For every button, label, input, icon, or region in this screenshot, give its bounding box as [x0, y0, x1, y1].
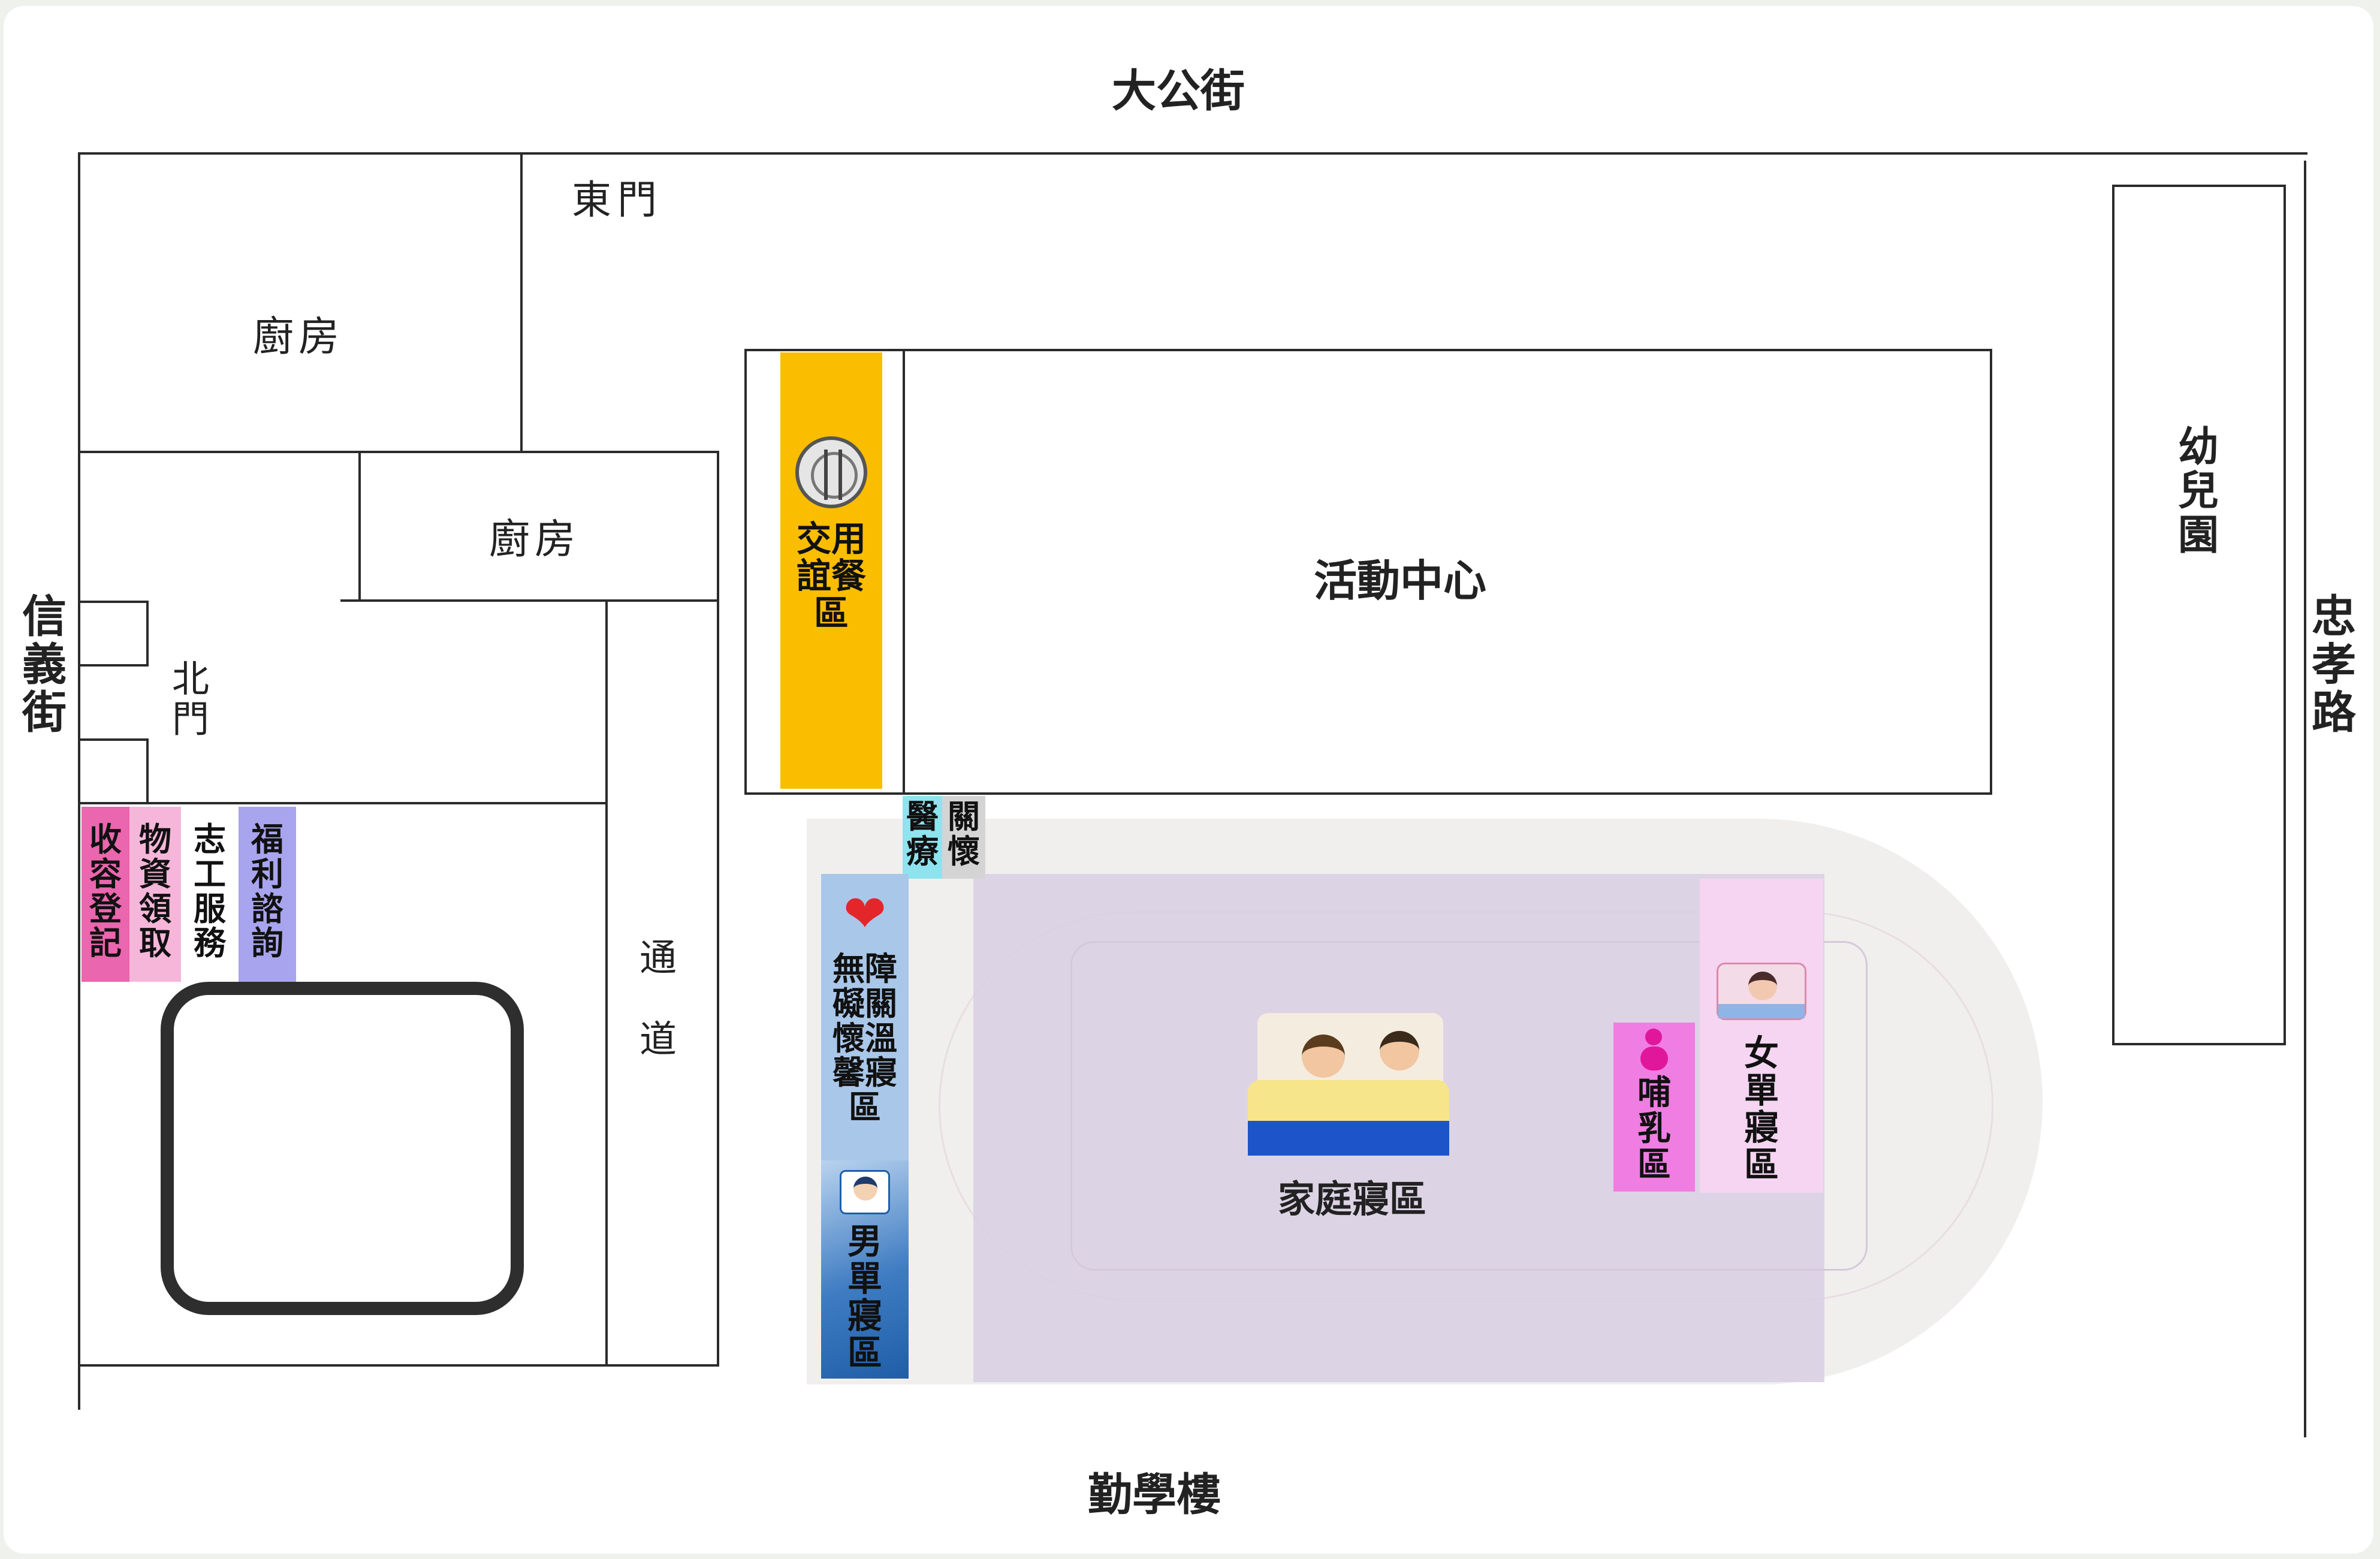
female-zone-label: 女單寢區	[1743, 1033, 1779, 1186]
east-gate-label: 東門	[572, 177, 663, 223]
male-zone[interactable]: 男單寢區	[821, 1160, 909, 1379]
street-left-label: 信義街	[22, 591, 67, 738]
wall	[717, 451, 719, 1367]
passage-label: 通道	[639, 936, 677, 1062]
wall	[903, 349, 905, 795]
wall	[605, 599, 608, 1367]
supplies-label: 物資領取	[139, 821, 171, 963]
male-zone-label: 男單寢區	[847, 1221, 882, 1374]
kitchen-2-label: 廚房	[489, 516, 581, 563]
gate-notch	[78, 601, 149, 667]
welfare-label: 福利諮詢	[251, 821, 283, 963]
map-canvas: 交用誼餐區 醫療 關懷 ❤ 無障礙關懷溫馨寢區 男單寢區 家庭寢區 哺乳區	[4, 6, 2373, 1554]
wall	[358, 451, 361, 599]
welfare-zone[interactable]: 福利諮詢	[239, 807, 296, 982]
male-sleeper-icon	[840, 1170, 890, 1214]
care-zone[interactable]: 關懷	[942, 796, 985, 879]
family-zone-label: 家庭寢區	[1277, 1177, 1426, 1221]
street-bottom-label: 勤學樓	[1088, 1469, 1221, 1521]
heart-hand-icon: ❤	[843, 884, 887, 944]
shelter-registration-zone[interactable]: 收容登記	[82, 807, 129, 982]
campus-right-wall	[2304, 161, 2306, 1437]
medical-zone-label: 醫療	[906, 798, 939, 870]
female-sleeper-icon	[1717, 963, 1806, 1020]
shelter-registration-label: 收容登記	[89, 821, 122, 963]
female-zone[interactable]: 女單寢區	[1700, 879, 1823, 1193]
volunteer-zone[interactable]: 志工服務	[181, 807, 239, 982]
campus-top-wall	[78, 152, 2307, 155]
wall	[78, 451, 719, 453]
nursing-zone-label: 哺乳區	[1637, 1073, 1671, 1184]
activity-center-building[interactable]	[744, 349, 1992, 795]
street-right-label: 忠孝路	[2312, 591, 2356, 738]
campus-left-wall	[78, 152, 80, 1410]
kindergarten-label: 幼兒園	[2177, 424, 2219, 559]
wall	[78, 802, 605, 804]
courtyard	[161, 982, 524, 1315]
medical-zone[interactable]: 醫療	[903, 796, 942, 879]
gate-notch	[78, 738, 149, 804]
care-zone-label: 關懷	[948, 798, 980, 870]
volunteer-label: 志工服務	[194, 821, 226, 963]
wall	[520, 152, 523, 451]
dining-zone-label: 交用誼餐區	[796, 518, 866, 634]
nursing-zone[interactable]: 哺乳區	[1613, 1023, 1695, 1192]
family-bed-icon	[1248, 1013, 1449, 1156]
kitchen-1-label: 廚房	[253, 313, 345, 361]
street-top-label: 大公街	[1112, 65, 1245, 117]
activity-center-label: 活動中心	[1313, 556, 1486, 606]
track-inner-outline	[1070, 941, 1868, 1271]
accessible-zone[interactable]: ❤ 無障礙關懷溫馨寢區	[821, 874, 909, 1160]
dining-zone[interactable]: 交用誼餐區	[780, 352, 882, 789]
campus-bottom-wall	[78, 1364, 718, 1367]
accessible-zone-label: 無障礙關懷溫馨寢區	[832, 950, 897, 1127]
plate-icon	[795, 436, 867, 508]
wall	[340, 599, 719, 602]
north-gate-label: 北門	[171, 657, 209, 741]
mother-baby-icon	[1638, 1029, 1670, 1072]
supplies-zone[interactable]: 物資領取	[129, 807, 181, 982]
kindergarten-building[interactable]	[2112, 185, 2286, 1045]
